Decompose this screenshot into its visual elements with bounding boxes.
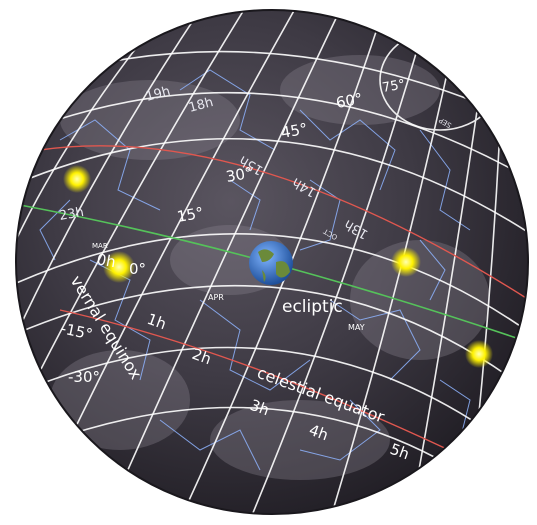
sun-marker-far-right <box>465 340 493 368</box>
label-ra-5h: 5h <box>388 440 412 463</box>
label-dec-60: 60° <box>335 90 364 112</box>
label-ra-23h: 23h <box>58 205 85 224</box>
label-ra-18h: 18h <box>187 95 215 116</box>
label-ra-4h: 4h <box>307 421 331 444</box>
label-ra-0h: 0h <box>95 250 117 271</box>
constellation-lines <box>39 69 471 471</box>
earth-icon <box>249 241 293 285</box>
label-zero-deg: 0° <box>129 260 146 278</box>
sun-marker-vernal-equinox <box>103 251 135 283</box>
label-dec-45: 45° <box>280 120 309 142</box>
label-ra-3h: 3h <box>248 396 272 419</box>
label-month-may: MAY <box>348 323 365 332</box>
label-month-mar: MAR <box>92 242 108 250</box>
label-dec-75: 75° <box>381 77 406 96</box>
label-dec-15: 15° <box>176 204 205 226</box>
label-ra-2h: 2h <box>190 345 214 368</box>
label-ra-19h: 19h <box>144 84 172 105</box>
label-dec-30: 30° <box>225 164 254 186</box>
label-month-apr: APR <box>208 293 224 302</box>
label-dec-m30: -30° <box>68 368 100 386</box>
right-ascension-grid <box>0 0 500 520</box>
label-ra-1h: 1h <box>145 310 169 333</box>
sphere-rim <box>15 9 529 515</box>
label-ecliptic: ecliptic <box>282 297 343 317</box>
celestial-equator-line <box>39 145 528 306</box>
sun-marker-left <box>63 165 91 193</box>
sun-marker-right <box>391 247 421 277</box>
celestial-equator-line-lower <box>59 309 471 461</box>
